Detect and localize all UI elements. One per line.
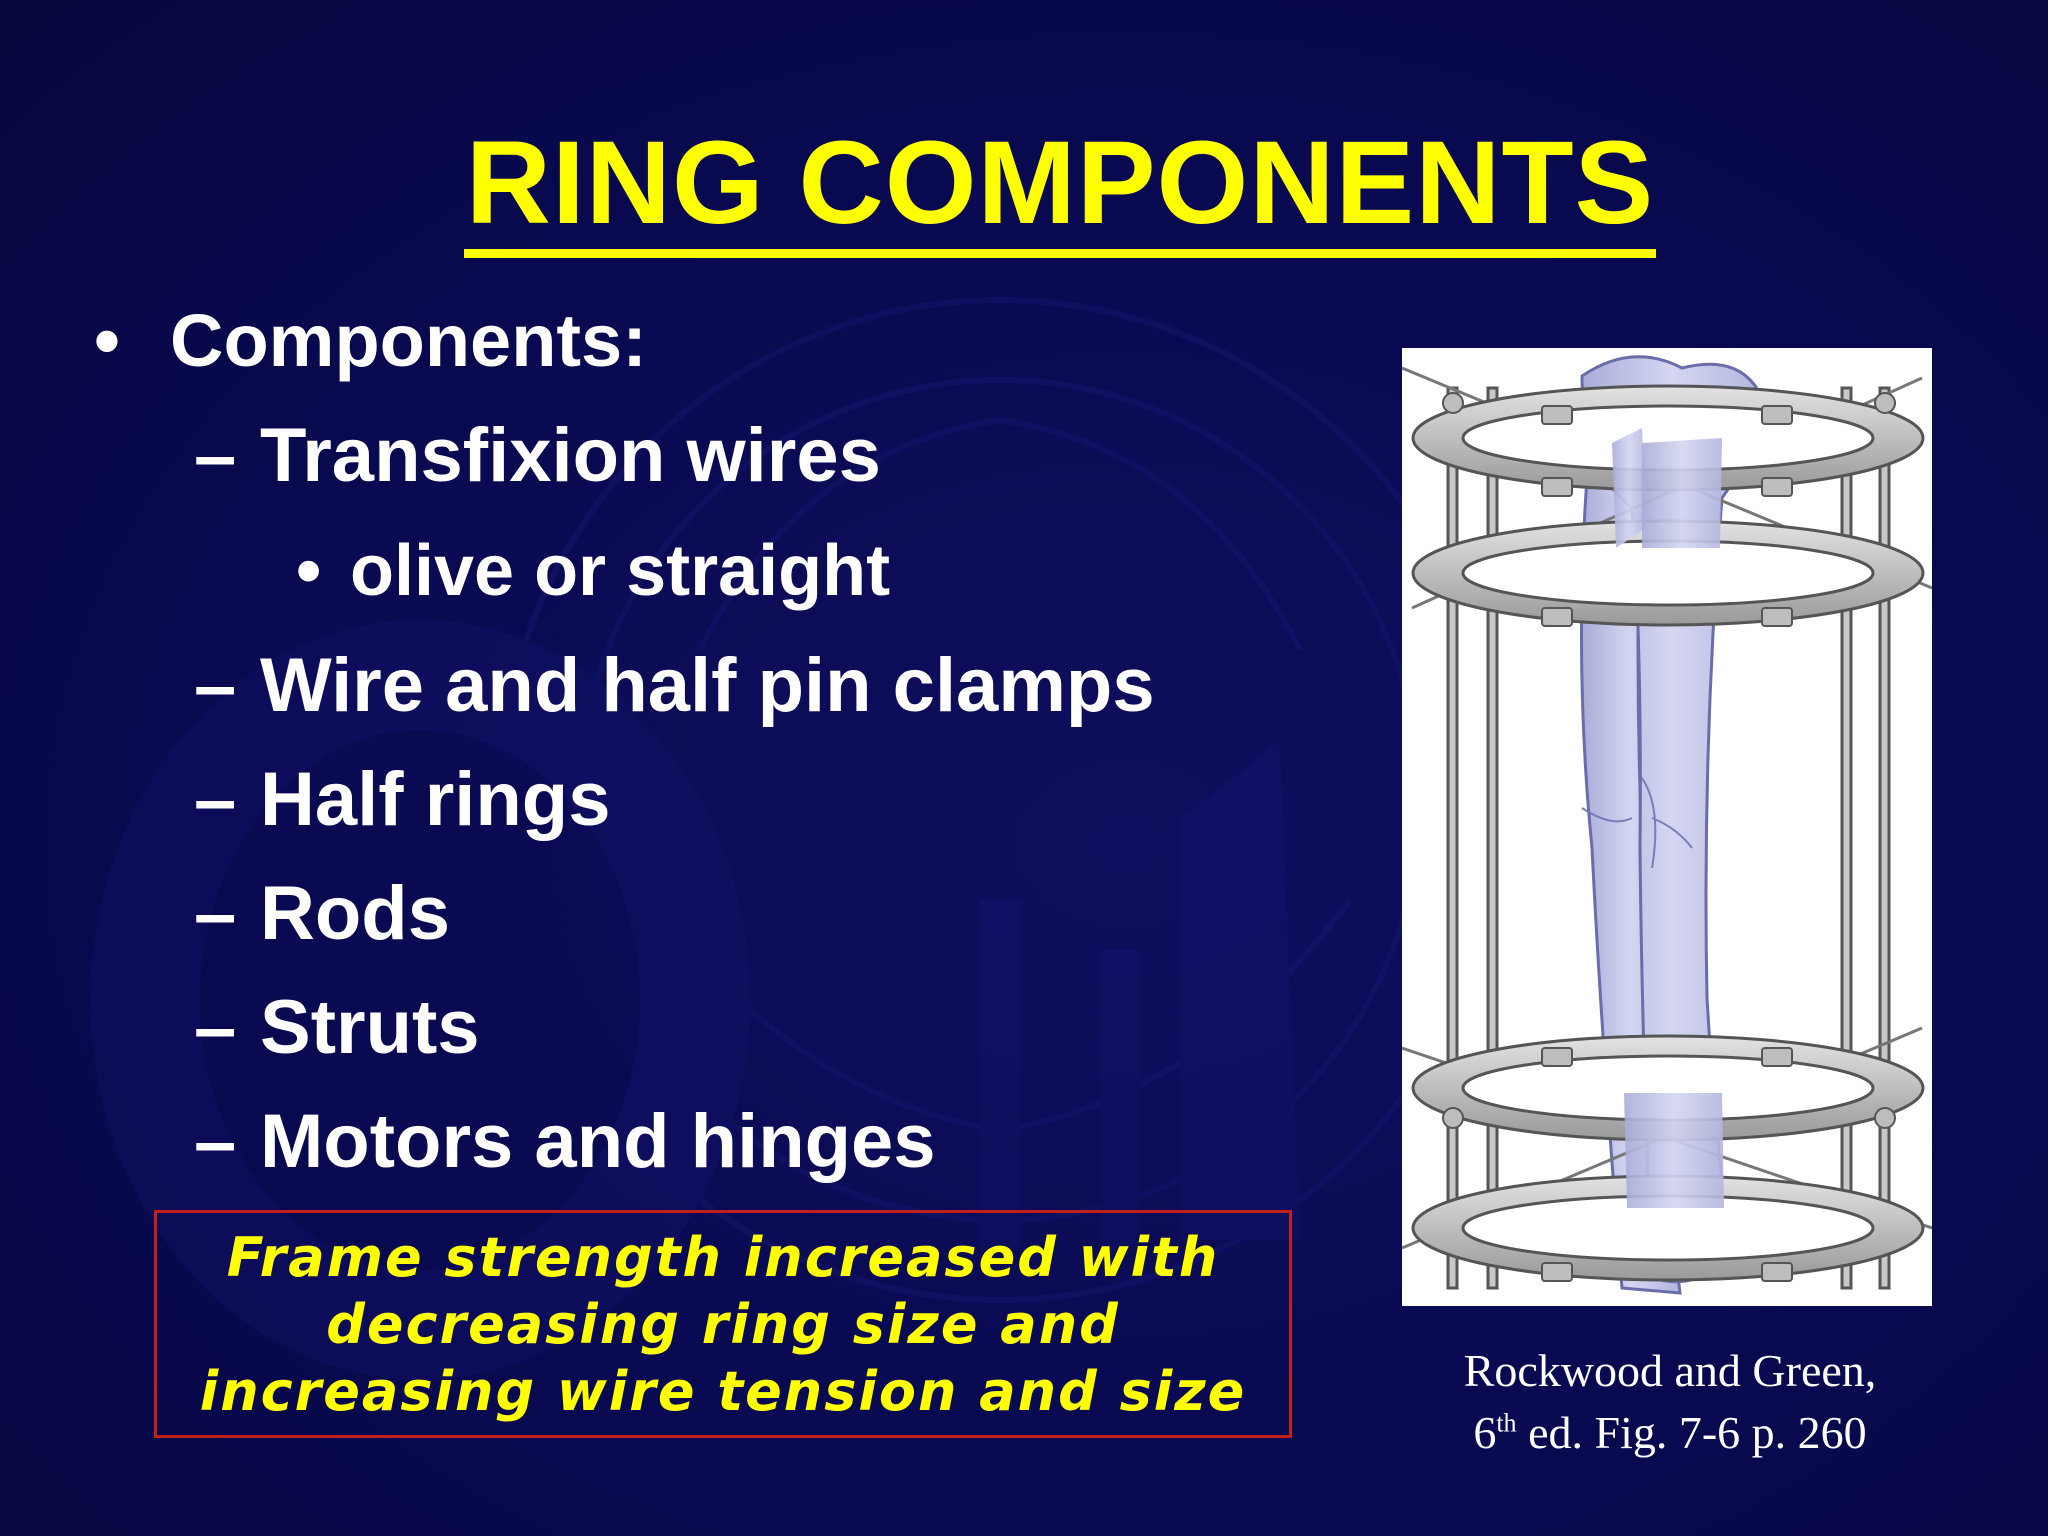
slide-title: RING COMPONENTS <box>0 117 2048 258</box>
caption-reference: ed. Fig. 7-6 p. 260 <box>1516 1407 1867 1458</box>
bullet-struts: –Struts <box>194 984 480 1071</box>
bullet-components-label: Components: <box>170 299 647 382</box>
dash-marker: – <box>194 643 237 728</box>
callout-text: Frame strength increased with decreasing… <box>199 1225 1247 1423</box>
bullet-label: Motors and hinges <box>260 1099 936 1184</box>
bullet-label: Wire and half pin clamps <box>260 643 1155 728</box>
callout-box: Frame strength increased with decreasing… <box>154 1210 1292 1438</box>
bullet-olive-or-straight: • olive or straight <box>296 530 890 612</box>
dash-marker: – <box>194 413 237 498</box>
bullet-marker: • <box>94 299 120 382</box>
bullet-marker: • <box>296 531 322 611</box>
bullet-rods: –Rods <box>194 870 450 957</box>
dash-marker: – <box>194 1099 237 1184</box>
dash-marker: – <box>194 871 237 956</box>
caption-line-2: 6th ed. Fig. 7-6 p. 260 <box>1360 1402 1980 1464</box>
slide-title-text: RING COMPONENTS <box>463 117 1657 258</box>
bullet-half-rings: –Half rings <box>194 756 611 843</box>
bullet-label: Struts <box>260 985 480 1070</box>
dash-marker: – <box>194 985 237 1070</box>
figure-panel <box>1401 348 1933 1306</box>
bullet-motors-hinges: –Motors and hinges <box>194 1098 936 1185</box>
ring-external-fixator-illustration-icon <box>1401 355 1933 1295</box>
caption-edition-number: 6 <box>1473 1407 1497 1458</box>
figure-caption: Rockwood and Green, 6th ed. Fig. 7-6 p. … <box>1360 1340 1980 1464</box>
bullet-label: olive or straight <box>350 531 891 611</box>
bullet-components: • Components: <box>94 298 647 383</box>
bullet-wire-clamps: –Wire and half pin clamps <box>194 642 1155 729</box>
bullet-transfixion-wires: –Transfixion wires <box>194 412 881 499</box>
bullet-label: Transfixion wires <box>260 413 881 498</box>
bullet-label: Rods <box>260 871 450 956</box>
caption-line-1: Rockwood and Green, <box>1463 1345 1877 1396</box>
caption-edition-suffix: th <box>1496 1408 1517 1438</box>
bullet-label: Half rings <box>260 757 611 842</box>
dash-marker: – <box>194 757 237 842</box>
